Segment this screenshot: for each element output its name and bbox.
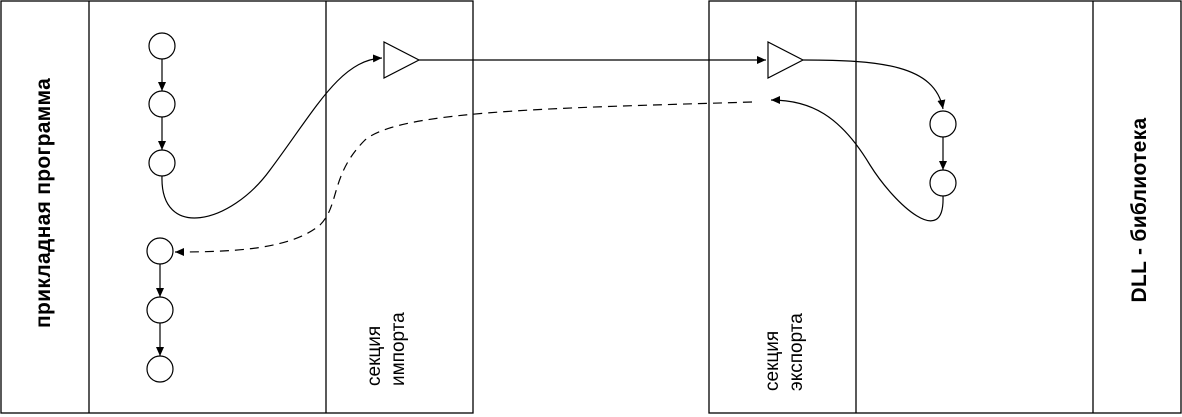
export-section-label: секция экспорта bbox=[761, 261, 813, 391]
export-to-dll-curve bbox=[802, 59, 946, 110]
app-node-4 bbox=[146, 237, 174, 265]
export-section-line2: экспорта bbox=[786, 313, 807, 391]
export-section-line1: секция bbox=[762, 330, 783, 391]
app-node-1 bbox=[148, 32, 176, 60]
import-entry-triangle bbox=[383, 41, 421, 79]
application-label: прикладная программа bbox=[32, 77, 55, 328]
import-section-label: секция импорта bbox=[363, 266, 415, 386]
import-section-line2: импорта bbox=[388, 312, 409, 386]
export-entry-triangle bbox=[767, 41, 805, 79]
return-dashed-curve bbox=[174, 101, 753, 256]
app-node-2 bbox=[148, 90, 176, 118]
dll-box bbox=[708, 0, 1182, 414]
import-section-line1: секция bbox=[364, 325, 385, 386]
app-node-3 bbox=[148, 149, 176, 177]
dll-return-curve bbox=[770, 96, 944, 222]
dll-node-1 bbox=[929, 110, 957, 138]
app-node-6 bbox=[146, 355, 174, 383]
dll-label: DLL - библиотека bbox=[1128, 117, 1151, 303]
application-box bbox=[0, 0, 474, 414]
dll-node-2 bbox=[929, 169, 957, 197]
call-curve-to-import bbox=[161, 54, 383, 219]
app-node-5 bbox=[146, 296, 174, 324]
